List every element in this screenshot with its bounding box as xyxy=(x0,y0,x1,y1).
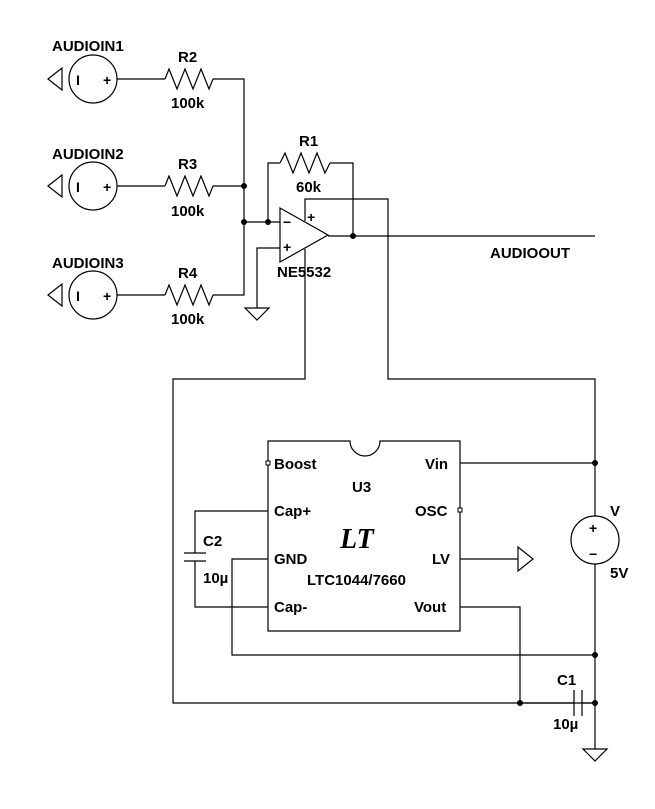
audioin2-neg-glyph: I xyxy=(76,179,80,195)
r3-value: 100k xyxy=(171,203,205,220)
r2-ref: R2 xyxy=(178,49,197,66)
junction-dot xyxy=(241,219,247,225)
ground-symbol xyxy=(243,307,271,321)
pin-osc: OSC xyxy=(415,503,448,520)
junction-dot xyxy=(517,700,523,706)
output-label: AUDIOOUT xyxy=(490,245,570,262)
audioin1-label: AUDIOIN1 xyxy=(52,38,124,55)
pin-lv: LV xyxy=(432,551,450,568)
r4-ref: R4 xyxy=(178,265,198,282)
resistor-r2 xyxy=(164,67,214,91)
source-plus-sign: + xyxy=(589,520,597,536)
audioin1-neg-glyph: I xyxy=(76,72,80,88)
opamp-ref: NE5532 xyxy=(277,264,331,281)
pin-boost: Boost xyxy=(274,456,317,473)
audioin2-port-arrow xyxy=(47,173,63,199)
lt-logo-text: LT xyxy=(339,524,376,555)
r1-ref: R1 xyxy=(299,133,318,150)
opamp-triangle xyxy=(279,206,330,264)
junction-dot xyxy=(265,219,271,225)
lt-logo: LT xyxy=(339,524,376,555)
opamp-minus-sign: − xyxy=(283,214,291,230)
opamp-supply-plus: + xyxy=(307,209,315,225)
c1-ref: C1 xyxy=(557,672,576,689)
audioin3-port-arrow xyxy=(47,282,63,308)
audioin1-port-arrow xyxy=(47,66,63,92)
audioin1-pos-glyph: + xyxy=(103,72,111,88)
voltage-source-v: + − V 5V xyxy=(570,463,628,690)
source-ref: V xyxy=(610,503,620,520)
boost-open-pin xyxy=(265,460,271,466)
junction-dot xyxy=(241,183,247,189)
r1-value: 60k xyxy=(296,179,322,196)
ic-ref: U3 xyxy=(352,479,371,496)
c2-ref: C2 xyxy=(203,533,222,550)
junction-dot xyxy=(592,460,598,466)
pin-cap-minus: Cap- xyxy=(274,599,307,616)
c2-value: 10µ xyxy=(203,570,228,587)
audio-input-2: AUDIOIN2 I + R3 100k xyxy=(47,146,244,220)
audioin3-neg-glyph: I xyxy=(76,288,80,304)
r2-value: 100k xyxy=(171,95,205,112)
pin-vout: Vout xyxy=(414,599,446,616)
audioin3-label: AUDIOIN3 xyxy=(52,255,124,272)
source-minus-sign: − xyxy=(589,546,597,562)
pin-cap-plus: Cap+ xyxy=(274,503,311,520)
resistor-r3 xyxy=(164,174,214,198)
junction-dot xyxy=(350,233,356,239)
pin-vin: Vin xyxy=(425,456,448,473)
ground-symbol xyxy=(581,748,609,762)
osc-open-pin xyxy=(457,507,463,513)
junction-dot xyxy=(592,652,598,658)
r3-ref: R3 xyxy=(178,156,197,173)
audioin3-pos-glyph: + xyxy=(103,288,111,304)
audioin2-pos-glyph: + xyxy=(103,179,111,195)
opamp-plus-sign: + xyxy=(283,239,291,255)
opamp-ne5532: − + NE5532 + xyxy=(277,206,331,281)
ic-u3: U3 LTC1044/7660 LT Boost Cap+ GND Cap- V… xyxy=(265,440,463,632)
audio-input-3: AUDIOIN3 I + R4 100k xyxy=(47,186,245,328)
resistor-r1 xyxy=(279,151,331,175)
audioin2-label: AUDIOIN2 xyxy=(52,146,124,163)
source-value: 5V xyxy=(610,565,628,582)
ic-body xyxy=(267,440,461,632)
junction-dot xyxy=(592,700,598,706)
lv-net-flag xyxy=(517,545,534,573)
pin-gnd: GND xyxy=(274,551,308,568)
r4-value: 100k xyxy=(171,311,205,328)
ic-part-number: LTC1044/7660 xyxy=(307,572,406,589)
audio-input-1: AUDIOIN1 I + R2 100k xyxy=(47,38,245,186)
c1-value: 10µ xyxy=(553,716,578,733)
resistor-r4 xyxy=(164,283,214,307)
